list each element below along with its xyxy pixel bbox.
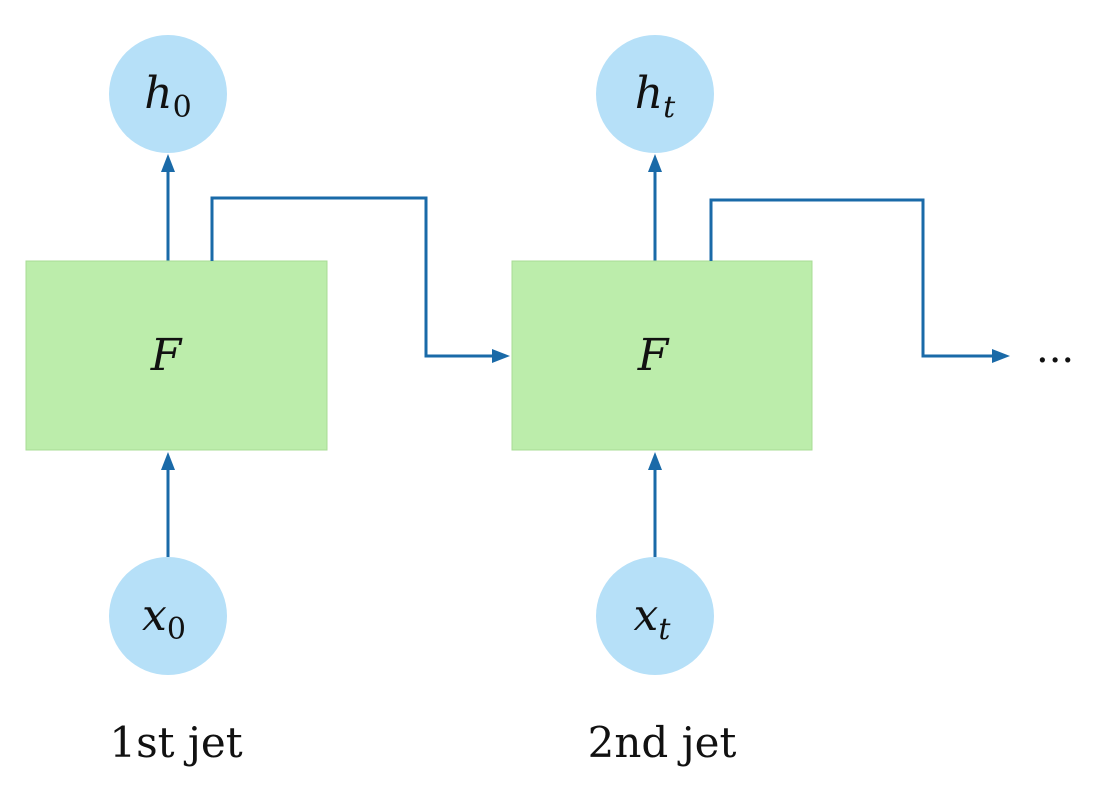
caption-1st-jet: 1st jet — [109, 718, 242, 767]
output-node-h0: h0 — [109, 35, 227, 153]
cell-2: ht F xt 2nd jet — [511, 35, 813, 767]
output-node-circle — [596, 35, 714, 153]
block-label: F — [150, 330, 183, 381]
arrow-input-to-block — [161, 452, 175, 557]
input-node-circle — [596, 557, 714, 675]
cell-1: h0 F x0 1st jet — [25, 35, 328, 767]
output-node-label: h0 — [144, 68, 191, 125]
arrow-block-to-output — [648, 154, 662, 261]
output-node-label: ht — [635, 68, 676, 125]
block-f-2: F — [511, 260, 813, 451]
arrow-block-to-output — [161, 154, 175, 261]
output-node-circle — [109, 35, 227, 153]
input-node-label: x0 — [142, 590, 186, 647]
input-node-x0: x0 — [109, 557, 227, 675]
output-node-ht: ht — [596, 35, 714, 153]
caption-2nd-jet: 2nd jet — [588, 718, 737, 767]
block-rect — [511, 260, 813, 451]
continuation-ellipsis: ... — [1036, 326, 1074, 372]
arrow-input-to-block — [648, 452, 662, 557]
block-rect — [25, 260, 328, 451]
block-f-1: F — [25, 260, 328, 451]
recurrent-arrow-2-to-next — [709, 198, 1010, 363]
input-node-circle — [109, 557, 227, 675]
block-label: F — [637, 330, 670, 381]
input-node-label: xt — [634, 590, 672, 647]
input-node-xt: xt — [596, 557, 714, 675]
recurrent-arrow-1-to-2 — [210, 196, 510, 363]
